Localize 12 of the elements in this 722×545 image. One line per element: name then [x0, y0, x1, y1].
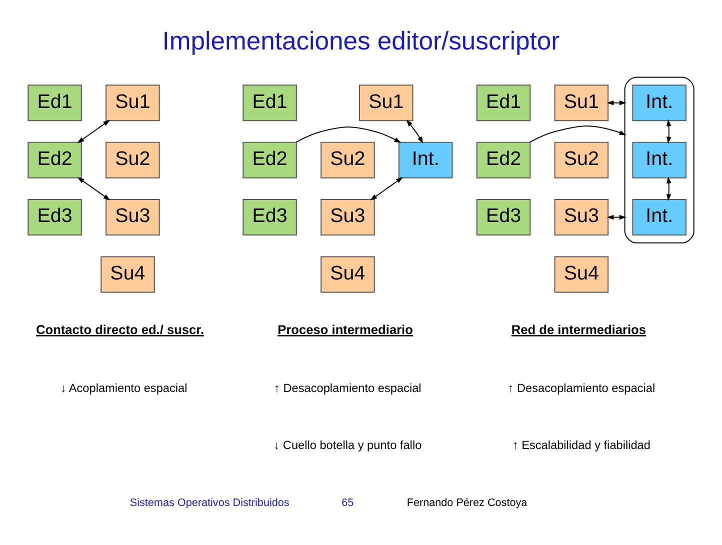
label: Proceso intermediario	[278, 322, 413, 337]
label: ↓ Cuello botella y punto fallo	[274, 438, 422, 452]
label: Fernando Pérez Costoya	[406, 496, 528, 509]
label: ↑ Desacoplamiento espacial	[508, 380, 656, 394]
label: ↑ Escalabilidad y fiabilidad	[512, 438, 650, 452]
label: 65	[342, 496, 354, 509]
label: Sistemas Operativos Distribuidos	[130, 496, 290, 509]
diagram-title: Implementaciones editor/suscriptor	[162, 26, 560, 55]
label: Red de intermediarios	[511, 322, 646, 337]
label: Contacto directo ed./ suscr.	[36, 322, 204, 337]
label: ↓ Acoplamiento espacial	[60, 380, 188, 394]
label: ↑ Desacoplamiento espacial	[274, 380, 422, 394]
